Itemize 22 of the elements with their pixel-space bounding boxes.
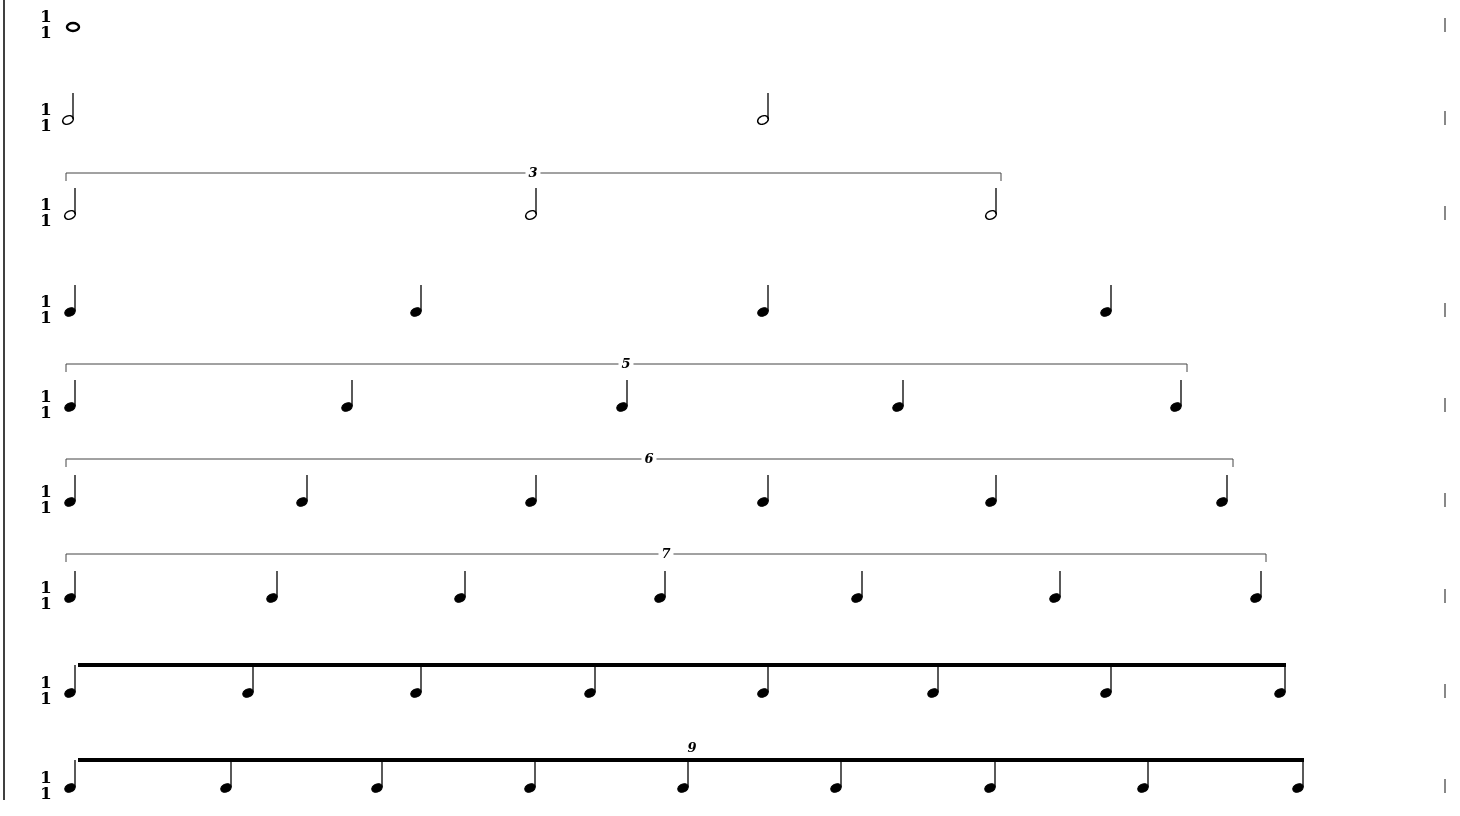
- tuplet-number: 6: [641, 452, 657, 465]
- time-signature-numerator: 1: [40, 8, 52, 25]
- time-signature-numerator: 1: [40, 483, 52, 500]
- time-signature-numerator: 1: [40, 388, 52, 405]
- time-signature-numerator: 1: [40, 674, 52, 691]
- time-signature-denominator: 1: [40, 212, 52, 229]
- time-signature-denominator: 1: [40, 404, 52, 421]
- time-signature-denominator: 1: [40, 785, 52, 802]
- time-signature-numerator: 1: [40, 101, 52, 118]
- time-signature-numerator: 1: [40, 196, 52, 213]
- time-signature-denominator: 1: [40, 499, 52, 516]
- time-signature-numerator: 1: [40, 579, 52, 596]
- tuplet-number: 5: [618, 357, 634, 370]
- time-signature-denominator: 1: [40, 24, 52, 41]
- time-signature-numerator: 1: [40, 769, 52, 786]
- time-signature-denominator: 1: [40, 117, 52, 134]
- tuplet-number: 3: [525, 166, 541, 179]
- tuplet-number: 7: [658, 547, 674, 560]
- time-signature-denominator: 1: [40, 690, 52, 707]
- time-signature-numerator: 1: [40, 293, 52, 310]
- time-signature-denominator: 1: [40, 595, 52, 612]
- time-signature-denominator: 1: [40, 309, 52, 326]
